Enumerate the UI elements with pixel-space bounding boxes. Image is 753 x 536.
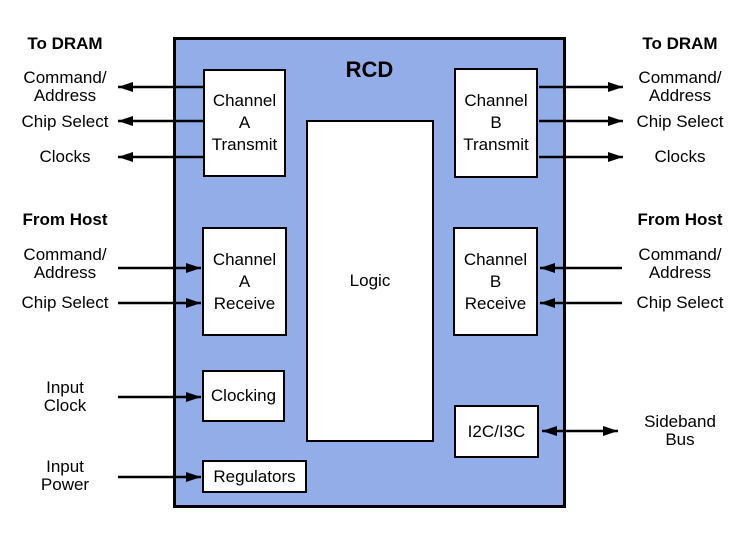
label-left-to-dram: To DRAM [27, 34, 103, 53]
label-line: Input [46, 457, 84, 476]
label-right-clocks: Clocks [654, 147, 706, 166]
block-label-line: Receive [213, 293, 276, 313]
label-line: Command/ [23, 245, 107, 264]
label-line: Command/ [638, 245, 722, 264]
label-line: Sideband [644, 412, 716, 431]
block-label-line: Logic [349, 271, 391, 290]
block-channel-a-transmit: Channel A Transmit [203, 69, 286, 177]
block-label-line: Transmit [211, 135, 278, 154]
block-label-line: B [490, 113, 502, 132]
label-line: Power [40, 475, 90, 494]
block-label-line: Channel [463, 249, 528, 269]
block-label-line: Receive [464, 293, 527, 313]
label-line: Input [46, 378, 84, 397]
block-label-line: A [238, 113, 251, 132]
label-line: Address [33, 86, 97, 105]
block-label-line: B [489, 271, 502, 291]
label-left-chip-select: Chip Select [21, 112, 109, 131]
label-left-from-host: From Host [22, 210, 108, 229]
label-left-clocks: Clocks [39, 147, 91, 166]
label-line: Address [33, 263, 97, 282]
block-label-line: Channel [212, 91, 277, 110]
label-input-power: Input Power [0, 458, 130, 494]
label-line: Command/ [638, 68, 722, 87]
label-left-cmd-addr: Command/ Address [0, 69, 130, 105]
block-label-line: Clocking [210, 386, 277, 405]
block-channel-b-receive: Channel B Receive [453, 227, 538, 336]
label-right-from-host: From Host [637, 210, 723, 229]
block-label-line: Channel [464, 91, 528, 110]
block-label-line: I2C/I3C [467, 421, 526, 441]
label-left-host-cmd-addr: Command/ Address [0, 246, 130, 282]
block-regulators: Regulators [202, 460, 307, 493]
label-line: Bus [665, 430, 695, 449]
block-label-line: Regulators [213, 466, 296, 486]
chip-title: RCD [345, 57, 394, 82]
label-input-clock: Input Clock [0, 379, 130, 415]
label-right-host-cmd-addr: Command/ Address [610, 246, 750, 282]
label-left-host-chip-select: Chip Select [21, 293, 109, 312]
label-sideband-bus: Sideband Bus [610, 413, 750, 449]
block-channel-b-transmit: Channel B Transmit [454, 68, 538, 178]
label-right-host-chip-select: Chip Select [636, 293, 724, 312]
label-line: Address [648, 263, 712, 282]
label-line: Clock [43, 396, 87, 415]
label-right-to-dram: To DRAM [642, 34, 718, 53]
block-label-line: Transmit [463, 135, 529, 154]
block-label-line: A [238, 271, 251, 291]
block-i2c-i3c: I2C/I3C [454, 405, 539, 458]
block-label-line: Channel [212, 249, 277, 269]
block-channel-a-receive: Channel A Receive [202, 227, 287, 336]
label-line: Command/ [23, 68, 107, 87]
label-right-cmd-addr: Command/ Address [610, 69, 750, 105]
block-clocking: Clocking [202, 370, 285, 422]
block-logic: Logic [306, 120, 434, 442]
label-right-chip-select: Chip Select [636, 112, 724, 131]
label-line: Address [648, 86, 712, 105]
